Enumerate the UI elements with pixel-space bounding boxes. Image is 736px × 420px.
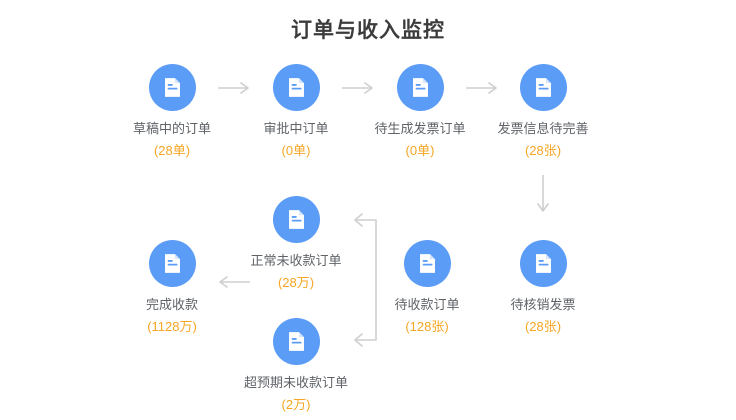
arrow-left-icon: [219, 276, 250, 288]
node-label: 待收款订单: [394, 297, 460, 312]
document-icon: [412, 78, 428, 97]
node-approving-orders[interactable]: 审批中订单 (0单): [221, 64, 371, 159]
node-normal-unpaid-orders[interactable]: 正常未收款订单 (28万): [221, 196, 371, 291]
arrow-right-icon: [466, 82, 497, 94]
node-pending-receipt-orders[interactable]: 待收款订单 (128张): [352, 240, 502, 335]
node-label: 正常未收款订单: [250, 253, 342, 268]
connector-approving-to-pending-invoice: [338, 78, 380, 98]
document-icon: [535, 254, 551, 273]
arrow-down-icon: [537, 175, 549, 212]
branch-left-icon: [354, 213, 377, 347]
document-icon: [535, 78, 551, 97]
node-pending-invoice-orders[interactable]: 待生成发票订单 (0单): [345, 64, 495, 159]
node-icon-badge: [272, 318, 320, 365]
document-icon: [164, 254, 180, 273]
node-value: (1128万): [147, 319, 197, 334]
node-icon-badge: [403, 240, 451, 287]
node-icon-badge: [272, 196, 320, 243]
document-icon: [288, 332, 304, 351]
page-title: 订单与收入监控: [291, 19, 445, 42]
node-value: (28单): [153, 143, 191, 158]
node-label: 审批中订单: [263, 121, 329, 136]
node-icon-badge: [519, 240, 567, 287]
document-icon: [164, 78, 180, 97]
node-value: (28张): [524, 319, 562, 334]
node-label: 发票信息待完善: [497, 121, 589, 136]
node-value: (28张): [524, 143, 562, 158]
node-icon-badge: [396, 64, 444, 111]
node-value: (28万): [277, 275, 315, 290]
node-value: (128张): [405, 319, 449, 334]
connector-receipt-branch-bracket: [348, 210, 388, 350]
arrow-right-icon: [342, 82, 373, 94]
node-icon-badge: [272, 64, 320, 111]
node-icon-badge: [519, 64, 567, 111]
node-label: 待生成发票订单: [374, 121, 466, 136]
connector-pending-invoice-to-invoice-info: [462, 78, 504, 98]
node-label: 完成收款: [145, 297, 198, 312]
node-value: (0单): [281, 143, 311, 158]
document-icon: [419, 254, 435, 273]
document-icon: [288, 78, 304, 97]
node-overdue-unpaid-orders[interactable]: 超预期未收款订单 (2万): [221, 318, 371, 413]
node-label: 待核销发票: [510, 297, 576, 312]
node-draft-orders[interactable]: 草稿中的订单 (28单): [97, 64, 247, 159]
node-value: (0单): [405, 143, 435, 158]
node-payment-completed[interactable]: 完成收款 (1128万): [97, 240, 247, 335]
arrow-right-icon: [218, 82, 249, 94]
node-label: 草稿中的订单: [132, 121, 211, 136]
node-icon-badge: [148, 240, 196, 287]
connector-draft-to-approving: [214, 78, 256, 98]
node-pending-writeoff-invoice[interactable]: 待核销发票 (28张): [468, 240, 618, 335]
node-label: 超预期未收款订单: [243, 375, 348, 390]
node-icon-badge: [148, 64, 196, 111]
connector-invoice-info-to-writeoff: [533, 172, 553, 220]
node-invoice-info-incomplete[interactable]: 发票信息待完善 (28张): [468, 64, 618, 159]
node-value: (2万): [281, 397, 311, 412]
connector-normal-unpaid-to-completed: [212, 272, 256, 292]
document-icon: [288, 210, 304, 229]
